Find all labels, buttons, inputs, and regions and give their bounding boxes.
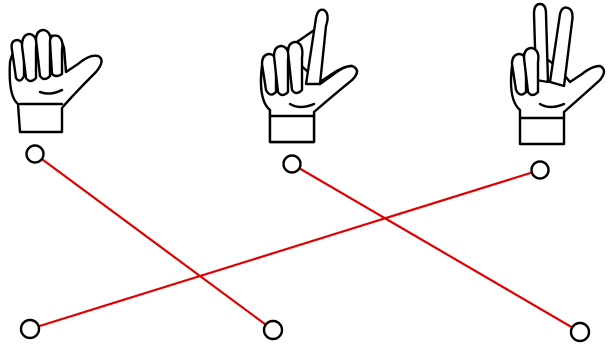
bottom-anchor-3[interactable] (571, 323, 589, 341)
bottom-anchor-1[interactable] (21, 320, 39, 338)
hand-thumb-index-extended-icon (261, 10, 357, 142)
connection-line-1 (35, 154, 273, 330)
hand-three-fingers-extended-icon (511, 4, 604, 144)
top-anchor-3[interactable] (532, 162, 549, 179)
hand-thumb-extended-icon (10, 30, 102, 132)
top-anchor-2[interactable] (284, 156, 301, 173)
bottom-anchor-2[interactable] (264, 321, 282, 339)
top-anchor-1[interactable] (27, 146, 44, 163)
connection-line-3 (30, 170, 540, 329)
connection-line-2 (292, 164, 580, 332)
